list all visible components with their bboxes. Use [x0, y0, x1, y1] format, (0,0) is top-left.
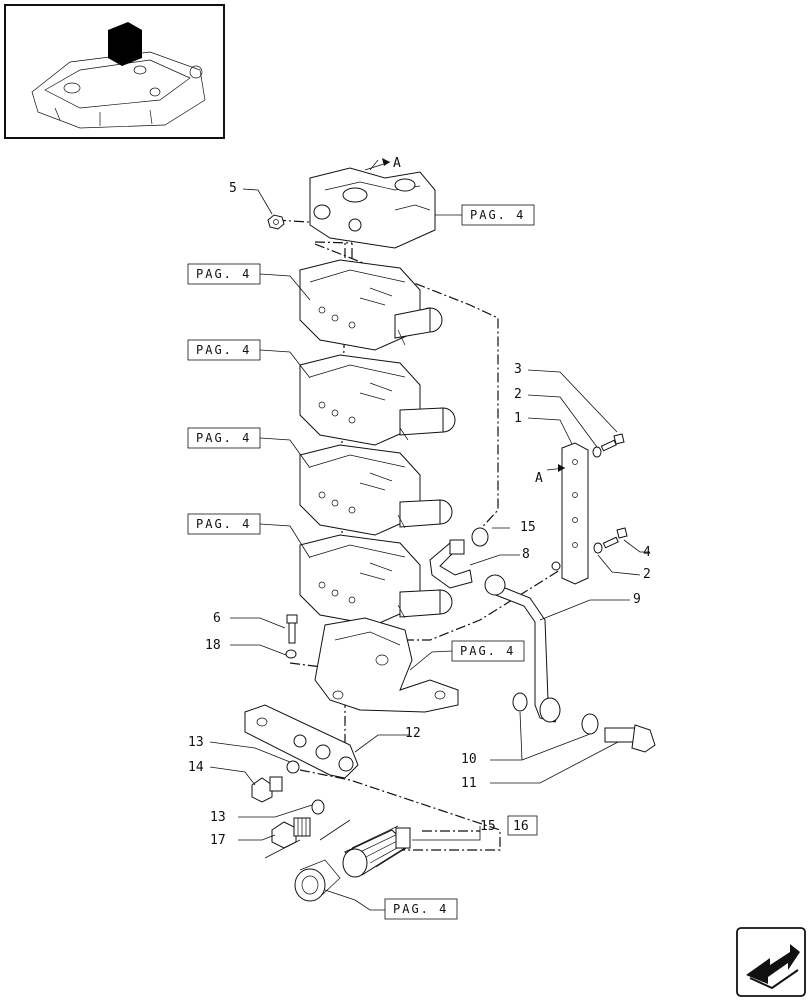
callout-17: 17: [210, 833, 226, 848]
dust-cap: [294, 859, 341, 902]
washer-2-lower: [593, 542, 603, 554]
callout-14: 14: [188, 760, 204, 775]
callout-15-upper: 15: [520, 520, 536, 535]
page-ref-left-3[interactable]: PAG. 4: [187, 427, 311, 469]
next-page-arrow-icon[interactable]: [736, 927, 806, 997]
thumbnail-frame: [4, 4, 225, 139]
callout-5: 5: [229, 181, 237, 196]
quick-coupler-16: [342, 825, 411, 878]
callout-13-upper: 13: [188, 735, 204, 750]
svg-text:PAG. 4: PAG. 4: [196, 267, 251, 281]
callout-15-lower: 15: [480, 819, 496, 834]
bolt-3: [600, 433, 625, 452]
callout-16: 16: [513, 819, 529, 834]
svg-text:PAG. 4: PAG. 4: [393, 902, 448, 916]
callout-2-lower: 2: [643, 567, 651, 582]
svg-text:PAG. 4: PAG. 4: [470, 208, 525, 222]
valve-cover-block: [309, 159, 436, 249]
seal-13-lower: [311, 799, 325, 815]
svg-text:PAG. 4: PAG. 4: [460, 644, 515, 658]
view-marker-a-top: A: [393, 156, 401, 171]
valve-section-1: [299, 259, 443, 351]
callout-4: 4: [643, 545, 651, 560]
callout-13-lower: 13: [210, 810, 226, 825]
callout-18: 18: [205, 638, 221, 653]
fitting-17: [271, 817, 311, 849]
valve-section-2: [299, 354, 456, 446]
elbow-fitting-8: [429, 539, 473, 589]
svg-text:PAG. 4: PAG. 4: [196, 343, 251, 357]
seal-10-right: [581, 713, 599, 735]
callout-6: 6: [213, 611, 221, 626]
view-marker-a-side: A: [535, 471, 543, 486]
callout-3: 3: [514, 362, 522, 377]
page-ref-top[interactable]: PAG. 4: [435, 204, 535, 226]
page-ref-left-1[interactable]: PAG. 4: [187, 263, 311, 301]
tractor-hitch-thumbnail-icon: [31, 22, 206, 129]
bolt-4: [602, 527, 628, 549]
bracket-12: [244, 704, 359, 779]
page-ref-left-2[interactable]: PAG. 4: [187, 339, 311, 379]
seal-13-upper: [286, 760, 300, 774]
bolt-6: [286, 614, 298, 644]
page-ref-bottom[interactable]: PAG. 4: [384, 898, 458, 920]
pipe-9: [484, 574, 561, 723]
washer-18: [285, 649, 297, 659]
callout-2-upper: 2: [514, 387, 522, 402]
nut-5: [267, 214, 285, 230]
callout-11: 11: [461, 776, 477, 791]
valve-section-4: [299, 534, 453, 626]
valve-section-3: [299, 444, 453, 536]
seal-10-left: [512, 692, 528, 712]
mounting-plate-1: [551, 442, 589, 585]
callout-8: 8: [522, 547, 530, 562]
banjo-bolt-11: [604, 724, 656, 753]
seal-15-upper: [471, 527, 489, 547]
end-cover-block: [314, 617, 459, 713]
callout-1: 1: [514, 411, 522, 426]
page-ref-left-4[interactable]: PAG. 4: [187, 513, 311, 559]
svg-text:PAG. 4: PAG. 4: [196, 517, 251, 531]
page-ref-mid[interactable]: PAG. 4: [409, 640, 525, 671]
callout-10: 10: [461, 752, 477, 767]
plug-14: [251, 776, 283, 803]
callout-12: 12: [405, 726, 421, 741]
washer-2-upper: [592, 446, 602, 458]
svg-text:PAG. 4: PAG. 4: [196, 431, 251, 445]
callout-9: 9: [633, 592, 641, 607]
